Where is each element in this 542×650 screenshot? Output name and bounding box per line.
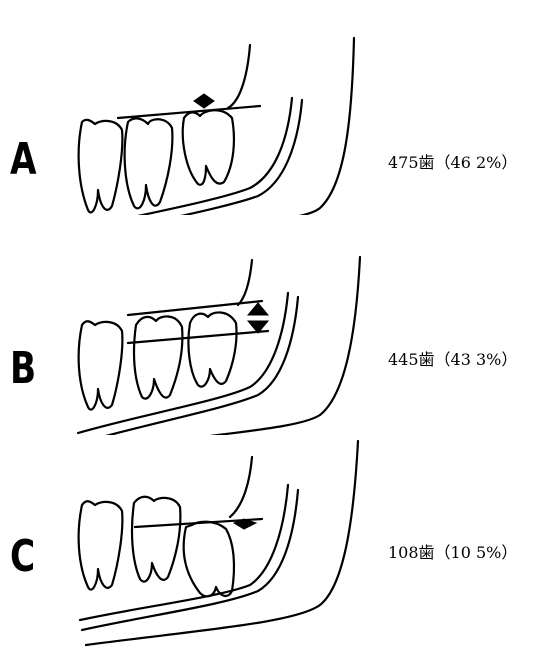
- level-marker-top: [248, 303, 268, 315]
- jaw-inner-line-2: [74, 100, 302, 215]
- jaw-outline: [86, 441, 358, 645]
- tooth-1: [79, 120, 123, 213]
- occlusal-line: [118, 106, 260, 118]
- jaw-inner-line-1: [73, 98, 292, 215]
- tooth-count-a: 475歯（46 2%）: [388, 155, 517, 171]
- level-marker: [194, 94, 214, 108]
- panel-letter-a: A: [10, 138, 37, 182]
- panel-c: C 108歯（10 5%）: [0, 435, 542, 650]
- tooth-1: [79, 321, 123, 409]
- ramus-line: [228, 45, 250, 108]
- ramus-line: [230, 457, 252, 517]
- tooth-3-partial: [188, 312, 236, 386]
- jaw-inner-line-2: [82, 490, 298, 630]
- ramus-line: [238, 260, 252, 305]
- panel-letter-c: C: [10, 535, 35, 579]
- panel-letter-b: B: [10, 347, 36, 391]
- tooth-3-partial: [183, 110, 234, 185]
- tooth-2: [125, 118, 173, 208]
- tooth-2: [134, 316, 182, 398]
- tooth-1: [79, 501, 123, 589]
- panel-b: B 445歯（43 3%）: [0, 215, 542, 435]
- tooth-2: [132, 497, 180, 582]
- occlusal-line-upper: [128, 301, 262, 315]
- jaw-outline: [84, 257, 360, 435]
- tooth-diagram-a: [0, 0, 542, 215]
- tooth-diagram-b: [0, 215, 542, 435]
- tooth-count-b: 445歯（43 3%）: [388, 352, 517, 368]
- occlusal-line-lower: [128, 331, 268, 343]
- tooth-count-c: 108歯（10 5%）: [388, 545, 517, 561]
- jaw-inner-line-2: [80, 297, 298, 435]
- tooth-3-impacted: [184, 522, 234, 597]
- panel-a: A 475歯（46 2%）: [0, 0, 542, 215]
